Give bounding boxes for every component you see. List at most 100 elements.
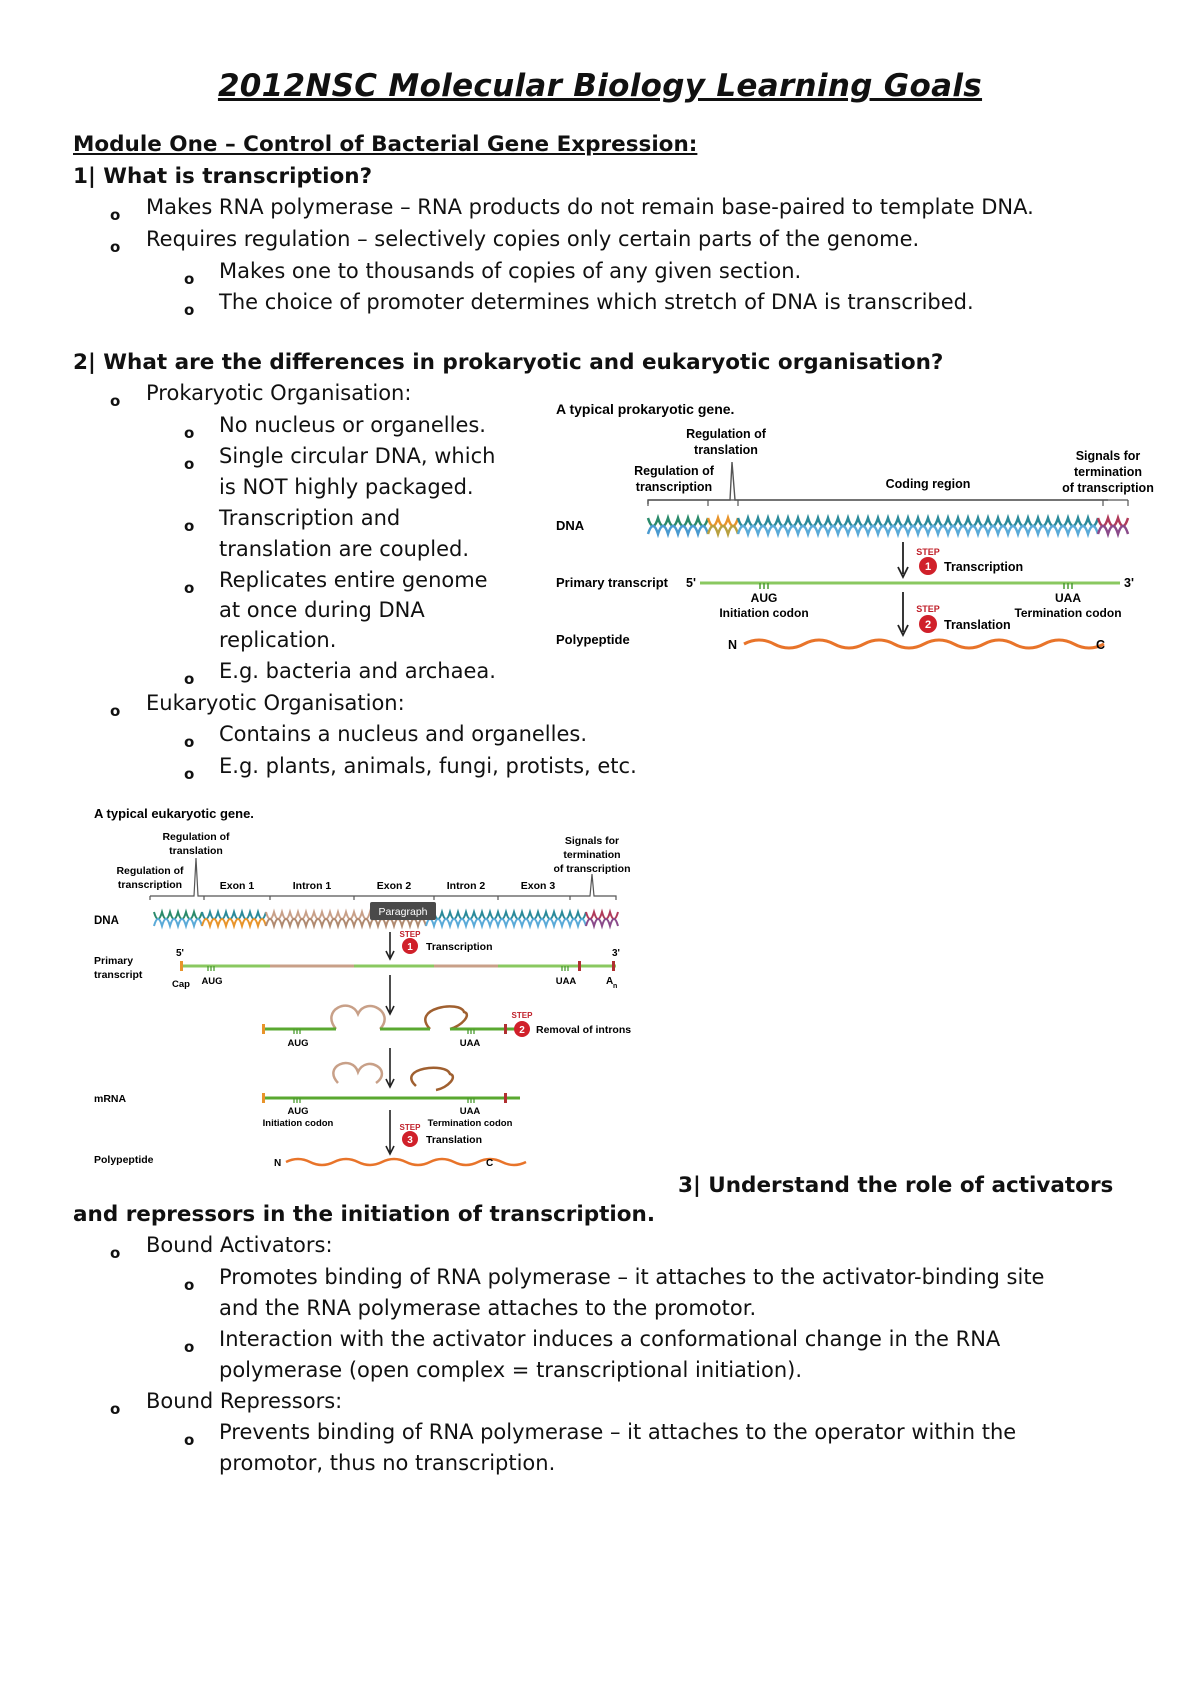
pro-line: translation are coupled. [219,537,470,561]
figure-title: A typical prokaryotic gene. [556,401,734,417]
label: Translation [426,1134,482,1146]
page-title: 2012NSC Molecular Biology Learning Goals [217,68,983,104]
step-number: 2 [925,619,931,631]
step-number: 1 [925,561,931,573]
pro-line: E.g. bacteria and archaea. [219,659,496,683]
q3-heading: 3| Understand the role of activators [678,1173,1114,1198]
bullet: o [184,1276,195,1294]
pro-line: No nucleus or organelles. [219,413,486,437]
label: Exon 2 [377,880,412,892]
act-line: and the RNA polymerase attaches to the p… [219,1296,757,1320]
label: DNA [556,518,585,533]
eukaryotic-label: Eukaryotic Organisation: [146,691,405,715]
label: Regulation of [162,831,230,843]
rep-line: promotor, thus no transcription. [219,1451,556,1475]
label: Initiation codon [719,606,808,620]
act-line: Interaction with the activator induces a… [219,1327,1001,1351]
label: transcription [636,480,712,494]
pro-line: Single circular DNA, which [219,444,496,468]
bullet: o [184,579,195,597]
bullet: o [184,670,195,688]
label: termination [563,849,620,861]
label: C [1096,638,1105,652]
pro-line: at once during DNA [219,598,425,622]
label: Exon 1 [220,880,255,892]
repressors-label: Bound Repressors: [146,1389,343,1413]
label: Exon 3 [521,880,556,892]
euk-line: E.g. plants, animals, fungi, protists, e… [219,754,637,778]
step-label: STEP [512,1011,534,1020]
act-line: Promotes binding of RNA polymerase – it … [219,1265,1045,1289]
bullet: o [110,702,121,720]
label: 3' [1124,576,1134,590]
bullet: o [184,424,195,442]
label: mRNA [94,1093,127,1105]
label: Termination codon [428,1118,513,1129]
q1-heading: 1| What is transcription? [73,164,373,189]
label: translation [169,845,223,857]
eukaryotic-gene-figure: A typical eukaryotic gene. Regulation of… [90,800,660,1172]
label: transcription [118,879,182,891]
module-heading: Module One – Control of Bacterial Gene E… [73,132,698,157]
q1-subitem: The choice of promoter determines which … [219,290,974,314]
label: Removal of introns [536,1024,631,1036]
pro-line: Transcription and [219,506,401,530]
activators-label: Bound Activators: [146,1233,333,1257]
prokaryotic-label: Prokaryotic Organisation: [146,381,412,405]
pro-line: replication. [219,628,337,652]
label: UAA [460,1106,481,1117]
label: termination [1074,465,1142,479]
label: AUG [751,591,778,605]
label: Regulation of [686,427,767,441]
label: Transcription [426,941,493,953]
bullet: o [110,392,121,410]
bullet: o [184,733,195,751]
label: N [728,638,737,652]
rep-line: Prevents binding of RNA polymerase – it … [219,1420,1017,1444]
label: Polypeptide [556,632,630,647]
step-label: STEP [400,930,422,939]
act-line: polymerase (open complex = transcription… [219,1358,803,1382]
label: Intron 2 [447,880,486,892]
euk-line: Contains a nucleus and organelles. [219,722,588,746]
label: n [613,983,617,990]
label: AUG [287,1106,308,1117]
label: C [486,1158,493,1169]
label: translation [694,443,758,457]
bullet: o [184,1431,195,1449]
pro-line: Replicates entire genome [219,568,488,592]
label: 5' [686,576,696,590]
label: Regulation of [116,865,184,877]
bullet: o [184,517,195,535]
label: Signals for [1076,449,1141,463]
step-number: 2 [519,1025,525,1036]
label: of transcription [553,863,630,875]
label: Initiation codon [263,1118,334,1129]
label: Transcription [944,560,1023,574]
label: Intron 1 [293,880,332,892]
label: Primary transcript [556,575,669,590]
bullet: o [110,1244,121,1262]
step-label: STEP [916,604,940,614]
label: of transcription [1062,481,1154,495]
label: Regulation of [634,464,715,478]
label: Coding region [886,477,971,491]
label: transcript [94,969,143,981]
label: Signals for [565,835,619,847]
label: Primary [94,955,133,967]
label: Cap [172,979,190,990]
label: AUG [201,976,222,987]
bullet: o [184,455,195,473]
paragraph-tooltip [370,902,436,920]
label: UAA [1055,591,1081,605]
label: UAA [556,976,577,987]
label: Termination codon [1014,606,1121,620]
q1-subitem: Makes one to thousands of copies of any … [219,259,802,283]
bullet: o [184,270,195,288]
label: 3' [612,948,620,959]
figure-title: A typical eukaryotic gene. [94,806,254,821]
bullet: o [110,1400,121,1418]
label: Polypeptide [94,1154,154,1166]
label: Translation [944,618,1011,632]
label: A [606,976,613,987]
